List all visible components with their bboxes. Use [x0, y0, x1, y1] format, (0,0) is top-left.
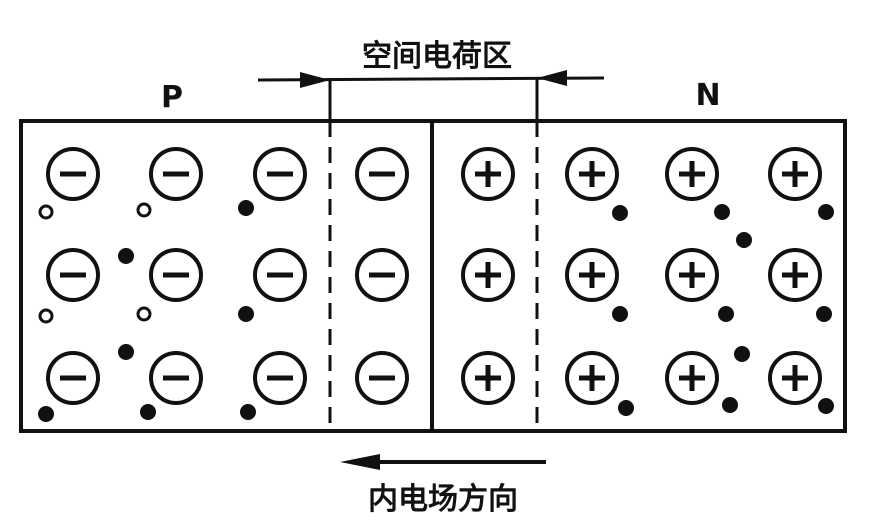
acceptor-ion-icon — [46, 147, 100, 201]
acceptor-ion-icon — [253, 351, 307, 405]
donor-ion-icon — [565, 147, 619, 201]
ion-layer — [46, 147, 822, 405]
donor-ion-icon — [565, 351, 619, 405]
electron-carrier-icon — [714, 204, 730, 220]
hole-carrier-icon — [136, 202, 152, 218]
hole-carrier-icon — [38, 204, 54, 220]
depletion-donor-ion-icon — [461, 248, 515, 302]
electron-carrier-icon — [612, 205, 628, 221]
depletion-donor-ion-icon — [461, 147, 515, 201]
electron-carrier-icon — [818, 204, 834, 220]
electron-carrier-icon — [718, 306, 734, 322]
donor-ion-icon — [665, 147, 719, 201]
donor-ion-icon — [768, 351, 822, 405]
right-arrowhead-icon — [537, 70, 567, 86]
depletion-acceptor-ion-icon — [355, 351, 409, 405]
carrier-dot-icon — [118, 248, 134, 264]
carrier-dot-icon — [238, 306, 254, 322]
electron-carrier-icon — [618, 400, 634, 416]
electron-carrier-icon — [612, 306, 628, 322]
carrier-dot-icon — [238, 200, 254, 216]
depletion-acceptor-ion-icon — [355, 248, 409, 302]
acceptor-ion-icon — [149, 351, 203, 405]
field-direction-label: 内电场方向 — [368, 482, 518, 517]
donor-ion-icon — [768, 248, 822, 302]
acceptor-ion-icon — [149, 248, 203, 302]
electron-carrier-icon — [816, 306, 832, 322]
depletion-donor-ion-icon — [461, 351, 515, 405]
donor-ion-icon — [665, 351, 719, 405]
electron-carrier-icon — [818, 398, 834, 414]
acceptor-ion-icon — [253, 248, 307, 302]
carrier-dot-icon — [240, 404, 256, 420]
donor-ion-icon — [665, 248, 719, 302]
acceptor-ion-icon — [149, 147, 203, 201]
hole-carrier-icon — [38, 308, 54, 324]
acceptor-ion-icon — [253, 147, 307, 201]
carrier-dot-icon — [140, 404, 156, 420]
acceptor-ion-icon — [46, 351, 100, 405]
hole-carrier-icon — [136, 306, 152, 322]
carrier-layer — [38, 200, 834, 422]
electron-carrier-icon — [722, 397, 738, 413]
p-region-label: P — [161, 80, 183, 115]
donor-ion-icon — [768, 147, 822, 201]
electron-carrier-icon — [736, 232, 752, 248]
depletion-acceptor-ion-icon — [355, 147, 409, 201]
field-arrowhead-icon — [340, 454, 380, 470]
donor-ion-icon — [565, 248, 619, 302]
electron-carrier-icon — [734, 346, 750, 362]
carrier-dot-icon — [118, 344, 134, 360]
space-charge-region-title: 空间电荷区 — [362, 39, 512, 74]
left-arrowhead-icon — [300, 72, 330, 88]
carrier-dot-icon — [38, 406, 54, 422]
internal-field-arrow — [340, 454, 546, 470]
acceptor-ion-icon — [46, 248, 100, 302]
space-charge-width-indicator — [257, 70, 605, 120]
n-region-label: N — [695, 78, 720, 113]
